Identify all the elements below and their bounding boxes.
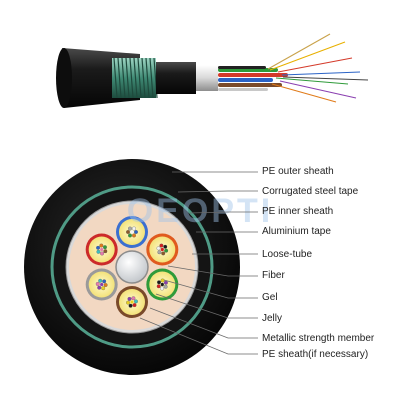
- fiber-dot: [100, 247, 104, 252]
- leader-line: [155, 293, 258, 319]
- fiber-dot: [101, 286, 106, 291]
- fiber-dot: [160, 247, 164, 252]
- corrugation-ridge: [113, 57, 118, 99]
- steel-tape-corrugation: [113, 57, 158, 99]
- corrugation-ridge: [121, 57, 126, 99]
- loose-tube-group: [85, 216, 179, 318]
- fiber-strands: [267, 33, 369, 103]
- label-pe-outer-sheath: PE outer sheath: [262, 166, 334, 177]
- fiber-dot: [132, 226, 136, 231]
- corrugation-ridge: [129, 57, 134, 99]
- fiber-dot: [128, 226, 132, 231]
- label-metallic-strength-member: Metallic strength member: [262, 333, 375, 344]
- fiber-dot: [103, 249, 108, 254]
- aluminium-tape-section: [196, 65, 218, 91]
- fiber-dot: [157, 280, 161, 285]
- label-jelly: Jelly: [262, 313, 283, 324]
- fiber-dot: [160, 286, 164, 291]
- fiber-dot: [130, 300, 134, 304]
- fiber-dot: [95, 281, 100, 286]
- leader-line: [167, 265, 258, 277]
- corrugation-ridge: [137, 57, 142, 99]
- corrugation-ridge: [133, 57, 138, 99]
- fiber-dot: [100, 251, 104, 256]
- label-pe-inner-sheath: PE inner sheath: [262, 206, 334, 217]
- leader-line: [177, 190, 258, 193]
- fiber-dot: [159, 243, 164, 248]
- fiber-dot: [132, 303, 137, 308]
- metallic-strength-member: [115, 250, 149, 284]
- cable-cross-section: [24, 159, 240, 375]
- fiber-dot: [126, 230, 130, 234]
- fiber-dot: [131, 296, 136, 301]
- cable-end-face: [56, 48, 72, 108]
- corrugated-steel-tape-ring: [50, 185, 214, 349]
- label-corrugated-steel-tape: Corrugated steel tape: [262, 186, 359, 197]
- label-loose-tube: Loose-tube: [262, 249, 313, 260]
- watermark: OEOPTI: [127, 192, 273, 230]
- fiber-dot: [99, 243, 104, 248]
- corrugation-ridge: [149, 57, 154, 99]
- fiber-dot: [98, 278, 103, 283]
- leader-line: [139, 317, 258, 355]
- fiber-dot: [163, 244, 168, 249]
- fiber-dot: [97, 285, 102, 290]
- fiber-dot: [161, 251, 166, 256]
- fiber-dot: [132, 233, 136, 238]
- fiber-dot: [164, 248, 169, 253]
- fiber-dot: [103, 245, 107, 250]
- fiber-dot: [127, 296, 132, 301]
- fiber-dot: [128, 303, 133, 308]
- corrugation-ridge: [117, 57, 122, 99]
- corrugation-ridge: [141, 57, 146, 99]
- fiber-dot: [102, 279, 107, 284]
- fiber-dot: [134, 230, 138, 234]
- fiber-dot: [160, 278, 165, 283]
- fiber-dot: [126, 300, 130, 305]
- fiber-dot: [156, 284, 161, 289]
- inner-sheath-section: [156, 62, 196, 94]
- label-gel: Gel: [262, 292, 278, 303]
- fiber-dot: [100, 282, 104, 287]
- fiber-dot: [163, 284, 168, 289]
- leader-lines: [139, 171, 258, 355]
- corrugation-ridge: [145, 57, 150, 99]
- fiber-dot: [160, 282, 164, 287]
- cable-side-view: [56, 33, 369, 108]
- label-fiber: Fiber: [262, 270, 285, 281]
- leader-line: [163, 279, 258, 299]
- corrugation-ridge: [125, 57, 130, 99]
- fiber-dot: [134, 299, 138, 304]
- fiber-dot: [96, 249, 101, 254]
- fiber-dot: [96, 245, 101, 250]
- loose-tubes-exposed: [218, 66, 288, 91]
- fiber-dot: [130, 230, 134, 234]
- leader-line: [189, 211, 258, 214]
- label-aluminium-tape: Aluminium tape: [262, 226, 331, 237]
- fiber-dot: [157, 250, 162, 255]
- leader-line: [149, 307, 258, 339]
- fiber-dot: [163, 280, 168, 285]
- fiber-dot: [103, 283, 108, 288]
- fiber-dot: [128, 233, 132, 238]
- fiber-dot: [156, 246, 161, 251]
- label-pe-sheath: PE sheath(if necessary): [262, 349, 369, 360]
